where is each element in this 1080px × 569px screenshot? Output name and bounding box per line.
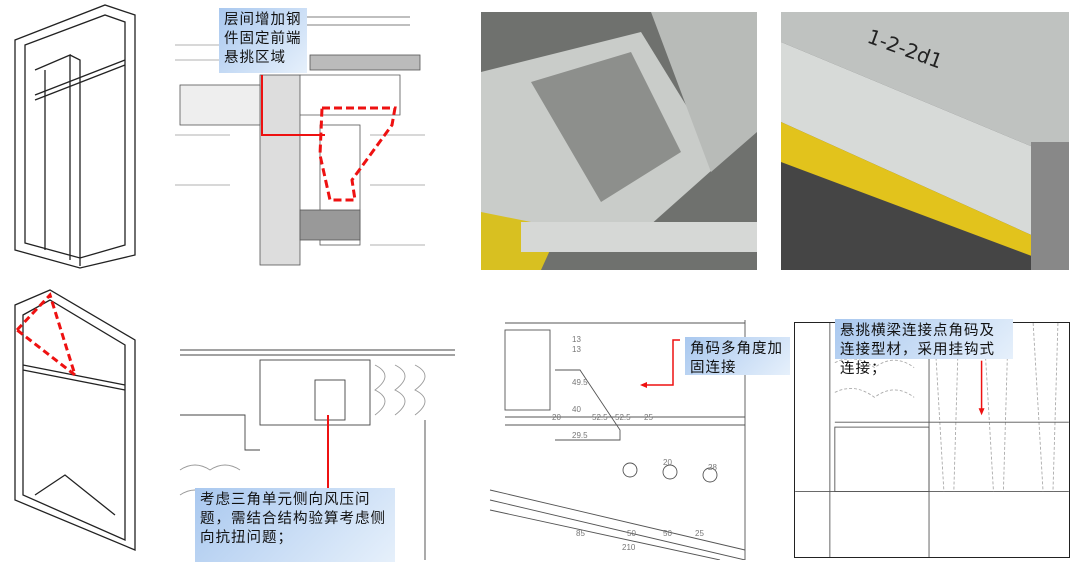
svg-text:50: 50 xyxy=(627,529,636,538)
section-drawing-bottom-left xyxy=(165,320,455,560)
photo-frame-corner xyxy=(481,12,757,270)
svg-text:13: 13 xyxy=(572,335,581,344)
svg-text:25: 25 xyxy=(644,413,653,422)
callout-top-drawing: 层间增加钢件固定前端悬挑区域 xyxy=(219,8,307,73)
svg-text:40: 40 xyxy=(572,405,581,414)
photo-profile-closeup: 1-2-2d1 xyxy=(781,12,1069,270)
svg-text:50: 50 xyxy=(663,529,672,538)
svg-text:20: 20 xyxy=(663,458,672,467)
callout-corner-bracket: 角码多角度加固连接 xyxy=(685,337,790,376)
svg-text:85: 85 xyxy=(576,529,585,538)
svg-text:13: 13 xyxy=(572,345,581,354)
window-3d-view-top xyxy=(5,0,140,270)
svg-text:28: 28 xyxy=(708,463,717,472)
callout-cantilever-beam: 悬挑横梁连接点角码及连接型材，采用挂钩式连接； xyxy=(835,319,1013,377)
svg-text:49.5: 49.5 xyxy=(572,378,588,387)
svg-text:29.5: 29.5 xyxy=(572,431,588,440)
window-3d-view-bottom xyxy=(5,285,140,555)
svg-text:210: 210 xyxy=(622,543,636,552)
svg-text:52.5: 52.5 xyxy=(615,413,631,422)
svg-text:25: 25 xyxy=(695,529,704,538)
svg-text:20: 20 xyxy=(552,413,561,422)
svg-text:52.5: 52.5 xyxy=(592,413,608,422)
section-drawing-top xyxy=(170,5,440,275)
callout-triangle-unit: 考虑三角单元侧向风压问题，需结合结构验算考虑侧向抗扭问题； xyxy=(195,488,395,562)
